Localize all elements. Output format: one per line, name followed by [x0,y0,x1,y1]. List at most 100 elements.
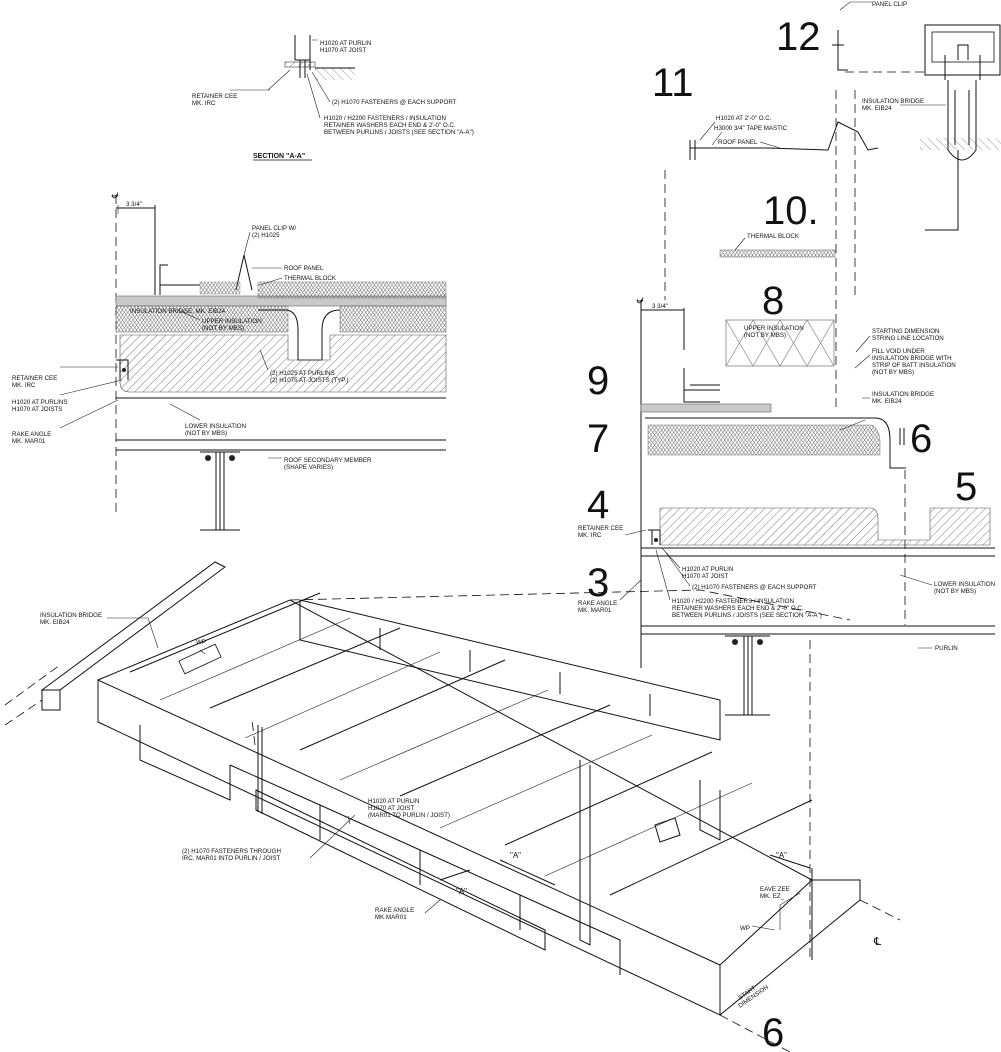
ld-label-14: RAKE ANGLE [12,431,51,438]
rd-label-9: (NOT BY MBS) [744,332,786,339]
step-number-10: 10. [763,189,819,233]
ld-label-10: H1020 AT PURLINS [12,399,67,406]
centerline-symbol-right: ℄ [635,297,645,304]
rd-label-10: STARTING DIMENSION [872,328,940,335]
iso-label-13: EAVE ZEE [760,886,790,893]
rd-label-0: PANEL CLIP [872,1,907,8]
iso-label-6: (2) H1070 FASTENERS THROUGH [182,848,281,855]
section-aa-title: SECTION "A-A" [253,153,305,160]
ld-label-13: (2) H1075 AT JOISTS (TYP.) [270,377,348,384]
rd-label-27: H1020 / H2200 FASTENERS / INSULATION [672,598,794,605]
left-detail-drawing [59,195,447,531]
rd-label-7: 3 3/4" [652,303,668,310]
rd-label-2: MK. EIB24 [862,105,892,112]
iso-label-15: WP [740,925,750,932]
rd-label-30: PURLIN [935,645,958,652]
rd-label-21: H1070 AT JOIST [682,573,728,580]
rd-label-11: STRING LINE LOCATION [872,335,944,342]
ld-label-18: ROOF SECONDARY MEMBER [284,457,372,464]
ld-label-15: MK. MAR01 [12,438,46,445]
iso-label-12: MK.MAR01 [375,914,407,921]
step-number-4: 4 [587,483,609,527]
ld-label-8: RETAINER CEE [12,375,57,382]
centerline-symbols: ℄ ℄ ℄ [110,192,881,948]
step-number-12: 12 [776,15,821,59]
left-detail-labels: 3 3/4" PANEL CLIP W/ (2) H1025 ROOF PANE… [12,201,372,471]
ld-label-19: (SHAPE VARIES) [284,464,333,471]
rd-label-5: ROOF PANEL [718,139,758,146]
rd-label-13: INSULATION BRIDGE WITH [872,355,952,362]
rd-label-4: H3000 3/4" TAPE MASTIC [714,125,788,132]
rd-label-15: (NOT BY MBS) [872,369,914,376]
step-number-3: 3 [587,561,609,605]
ld-label-2: (2) H1025 [252,232,280,239]
right-detail-labels: PANEL CLIP INSULATION BRIDGE MK. EIB24 H… [578,1,995,652]
rd-label-8: UPPER INSULATION [744,325,804,332]
rd-label-20: H1020 AT PURLIN [682,566,733,573]
rd-label-24: (NOT BY MBS) [934,588,976,595]
step-number-7: 7 [587,417,609,461]
sa-label-2: RETAINER CEE [192,93,237,100]
ld-label-0: 3 3/4" [126,201,142,208]
ld-label-4: THERMAL BLOCK [284,275,337,282]
ld-label-9: MK. IRC [12,382,36,389]
iso-label-11: RAKE ANGLE [375,907,414,914]
sa-label-0: H1020 AT PURLIN [320,40,371,47]
sa-label-3: MK. IRC [192,100,216,107]
iso-label-4: H1070 AT JOIST [368,805,414,812]
centerline-symbol-left: ℄ [110,192,120,199]
step-number-11: 11 [652,61,694,105]
rd-label-18: RETAINER CEE [578,525,623,532]
iso-label-14: MK. EZ_ [760,893,785,900]
iso-label-1: MK. EIB24 [40,619,70,626]
iso-label-7: IRC, MAR01 INTO PURLIN / JOIST [182,855,280,862]
rd-label-16: INSULATION BRIDGE [872,391,934,398]
section-aa-drawing [230,35,355,161]
iso-section-cut-a2: "A" [456,887,467,896]
ld-label-5: INSULATION BRIDGE, MK. EIB24 [130,308,226,315]
sa-label-4: (2) H1070 FASTENERS @ EACH SUPPORT [332,99,457,106]
ld-label-6: UPPER INSULATION [202,318,262,325]
rd-label-19: MK. IRC [578,532,602,539]
iso-label-3: H1020 AT PURLIN [368,798,419,805]
sa-label-7: BETWEEN PURLINS / JOISTS (SEE SECTION "A… [324,129,474,136]
rd-label-17: MK. EIB24 [872,398,902,405]
iso-section-cut-a1: "A" [510,851,521,860]
rd-label-1: INSULATION BRIDGE [862,98,924,105]
step-number-8: 8 [762,279,784,323]
iso-step-number-6: 6 [762,1011,784,1052]
sa-label-5: H1020 / H2200 FASTENERS / INSULATION [324,115,446,122]
iso-label-2: WP [196,639,206,646]
isometric-labels: INSULATION BRIDGE MK. EIB24 WP H1020 AT … [40,612,790,1052]
ld-label-16: LOWER INSULATION [185,423,246,430]
iso-section-cut-a3: "A" [776,851,787,860]
step-number-6: 6 [910,417,932,461]
ld-label-11: H1070 AT JOISTS [12,406,62,413]
rd-label-29: BETWEEN PURLINS / JOISTS (SEE SECTION "A… [672,612,822,619]
rd-label-23: LOWER INSULATION [934,581,995,588]
sa-label-6: RETAINER WASHERS EACH END & 2'-0" O.C. [324,122,456,129]
isometric-roof-view [4,561,901,1052]
rd-label-6: THERMAL BLOCK [747,233,800,240]
right-detail-step-numbers: 12 11 10. 8 9 7 6 5 4 3 [587,15,977,605]
ld-label-3: ROOF PANEL [284,265,324,272]
rd-label-26: MK. MAR01 [578,607,612,614]
ld-label-7: (NOT BY MBS) [202,325,244,332]
right-detail-drawing [619,1,1001,716]
section-aa-labels: H1020 AT PURLIN H1070 AT JOIST RETAINER … [192,40,474,160]
sa-label-1: H1070 AT JOIST [320,47,366,54]
rd-label-3: H1020 AT 2'-0" O.C. [716,115,772,122]
rd-label-14: STRIP OF BATT INSULATION [872,362,956,369]
rd-label-12: FILL VOID UNDER [872,348,925,355]
step-number-9: 9 [587,359,609,403]
rd-label-28: RETAINER WASHERS EACH END & 2'-0" O.C. [672,605,804,612]
centerline-symbol-iso: ℄ [873,936,881,948]
ld-label-17: (NOT BY MBS) [185,430,227,437]
ld-label-1: PANEL CLIP W/ [252,225,297,232]
rd-label-22: (2) H1070 FASTENERS @ EACH SUPPORT [692,584,817,591]
iso-label-5: (MAR01 TO PURLIN / JOIST) [368,812,450,819]
rd-label-25: RAKE ANGLE [578,600,617,607]
step-number-5: 5 [955,465,977,509]
iso-label-0: INSULATION BRIDGE [40,612,102,619]
